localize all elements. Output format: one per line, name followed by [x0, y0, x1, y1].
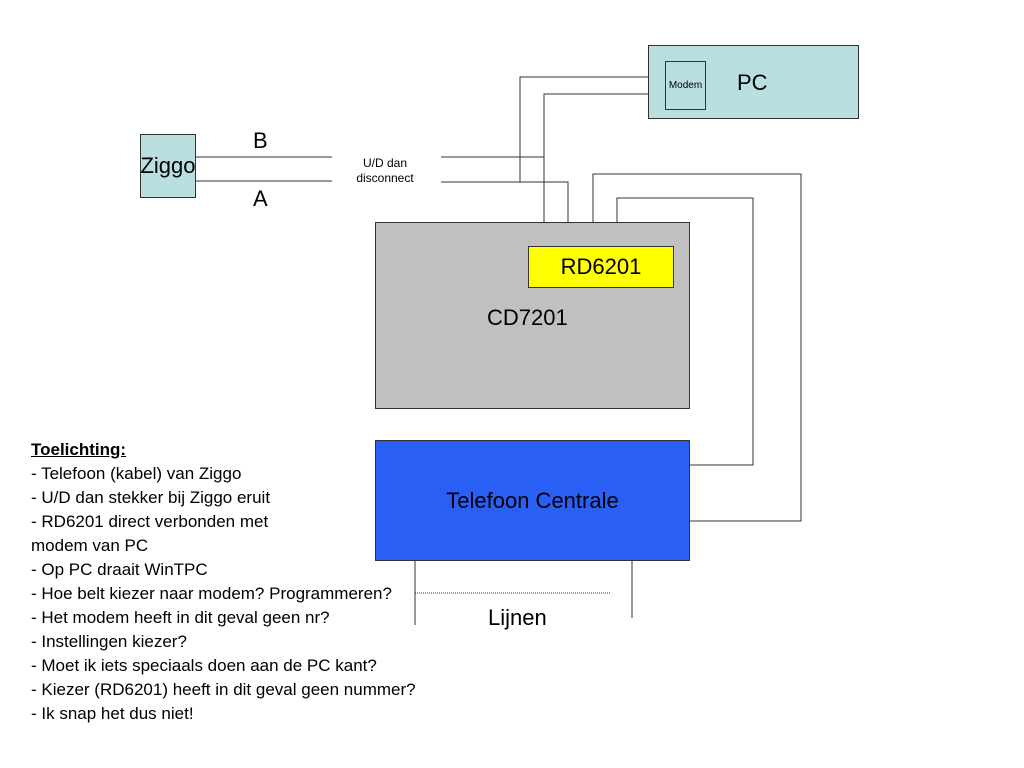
note-line: - Kiezer (RD6201) heeft in dit geval gee… — [31, 680, 416, 699]
note-line: modem van PC — [31, 536, 149, 555]
note-line: - RD6201 direct verbonden met — [31, 512, 269, 531]
modem-label: Modem — [668, 80, 703, 91]
ziggo-label: Ziggo — [140, 153, 196, 178]
rd6201-label: RD6201 — [560, 254, 642, 279]
telefoon-centrale-box: Telefoon Centrale — [375, 440, 690, 561]
telefoon-centrale-label: Telefoon Centrale — [446, 487, 619, 513]
note-line: - Moet ik iets speciaals doen aan de PC … — [31, 656, 377, 675]
note-line: - Op PC draait WinTPC — [31, 560, 208, 579]
note-line: - Telefoon (kabel) van Ziggo — [31, 464, 242, 483]
notes-heading: Toelichting: — [31, 440, 127, 459]
wire-modem-2 — [543, 93, 665, 157]
pc-label: PC — [737, 70, 768, 95]
note-line: - Het modem heeft in dit geval geen nr? — [31, 608, 330, 627]
lijnen-label: Lijnen — [488, 605, 547, 630]
note-line: - Hoe belt kiezer naar modem? Programmer… — [31, 584, 392, 603]
cd7201-label: CD7201 — [487, 305, 568, 330]
rd6201-box: RD6201 — [528, 246, 674, 288]
note-line: - Ik snap het dus niet! — [31, 704, 194, 723]
ziggo-box: Ziggo — [140, 134, 196, 198]
note-line: - Instellingen kiezer? — [31, 632, 187, 651]
note-line: - U/D dan stekker bij Ziggo eruit — [31, 488, 271, 507]
ud-disconnect-label: U/D dan disconnect — [345, 156, 425, 186]
ud-line2: disconnect — [356, 171, 414, 185]
ud-line1: U/D dan — [362, 156, 408, 170]
wire-centrale-2 — [616, 197, 754, 466]
notes-block: Toelichting: - Telefoon (kabel) van Zigg… — [31, 438, 416, 726]
wire-centrale-1 — [592, 173, 802, 522]
modem-box: Modem — [665, 61, 706, 110]
label-a: A — [253, 186, 268, 211]
label-b: B — [253, 128, 268, 153]
wire-modem-1 — [519, 76, 665, 182]
